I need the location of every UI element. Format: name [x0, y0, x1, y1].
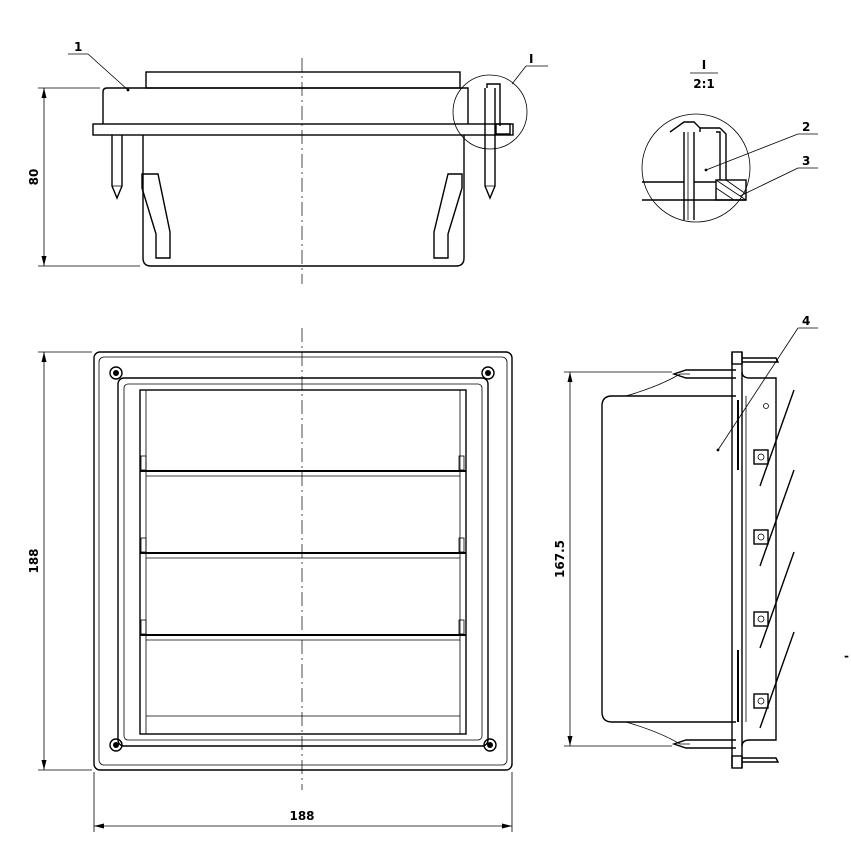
detail-title: I — [702, 58, 706, 72]
detail-cap — [669, 121, 701, 133]
detail-view-i: I 2:1 2 3 — [641, 58, 818, 223]
front-hook — [486, 83, 501, 126]
callout-1: 1 — [74, 40, 82, 54]
front-top-cap — [145, 71, 461, 89]
plan-inner-frame — [117, 377, 489, 747]
dim-188-vertical-label: 188 — [27, 548, 41, 573]
side-hole — [763, 403, 769, 409]
callout-2: 2 — [802, 120, 810, 134]
front-pin-left — [111, 135, 123, 200]
callout-4: 4 — [802, 314, 810, 328]
detail-scale: 2:1 — [693, 77, 715, 91]
dim-167-5-label: 167.5 — [553, 540, 567, 578]
front-hook-seal — [495, 123, 511, 135]
plan-opening — [139, 389, 467, 735]
front-flange — [92, 123, 514, 136]
louvre-slats — [140, 455, 466, 717]
screw-icon — [109, 366, 497, 752]
front-clip-right — [433, 173, 463, 259]
detail-ref-label: I — [529, 52, 533, 66]
plan-outer-frame — [93, 351, 513, 771]
dim-188-horizontal-label: 188 — [289, 809, 314, 823]
front-clip-left — [141, 173, 171, 259]
front-pin-right — [484, 88, 496, 200]
side-nail-bottom — [671, 739, 736, 749]
detail-circle — [641, 113, 751, 223]
callout-3: 3 — [802, 154, 810, 168]
dim-80-label: 80 — [27, 169, 41, 186]
stray-mark: - — [844, 649, 849, 663]
detail-circle-i — [452, 74, 528, 150]
front-view: I 1 80 — [27, 40, 548, 284]
side-view: 4 167.5 — [553, 314, 818, 769]
plan-view: 188 188 — [27, 328, 513, 832]
side-nail-top — [671, 369, 736, 379]
side-duct-body — [601, 395, 736, 723]
side-louvres — [753, 389, 795, 729]
front-upper-body — [102, 87, 469, 124]
front-lower-body — [142, 135, 465, 267]
